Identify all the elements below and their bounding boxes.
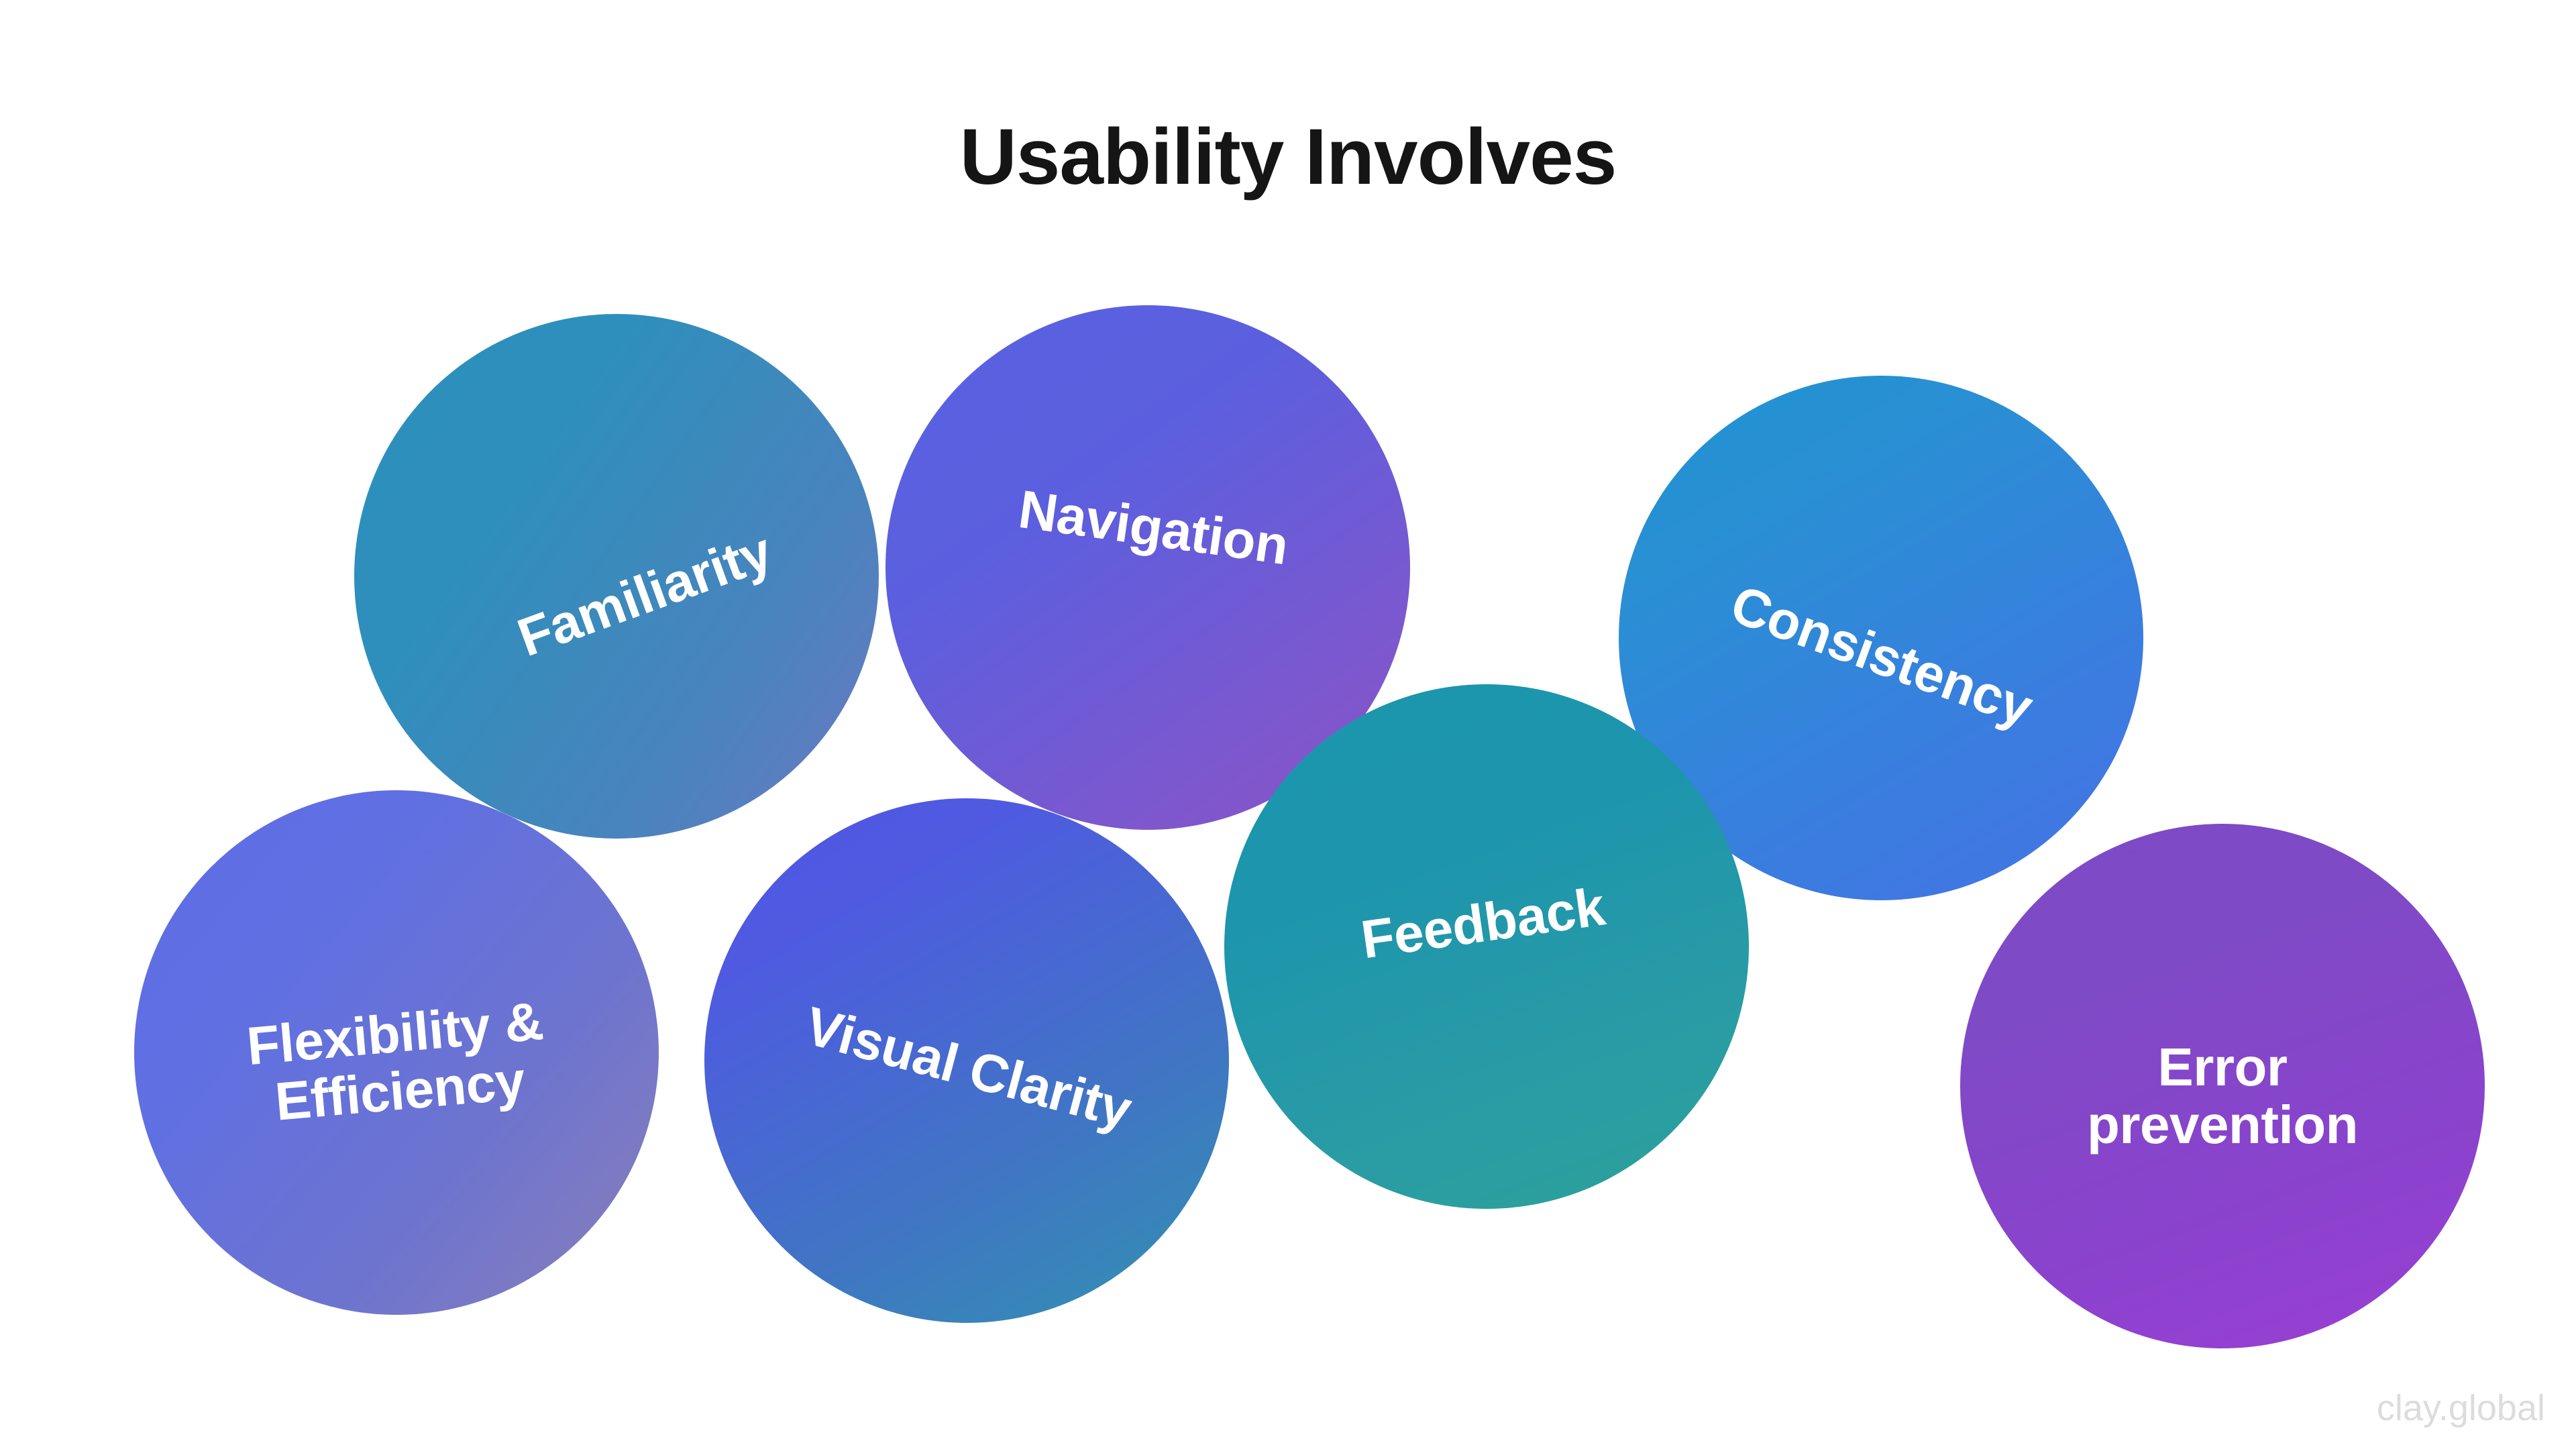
bubble-label-navigation: Navigation	[1015, 478, 1292, 576]
bubble-visual-clarity[interactable]: Visual Clarity	[704, 798, 1229, 1323]
bubble-label-error-prevention: Error prevention	[2087, 1036, 2358, 1155]
bubble-label-flexibility-efficiency: Flexibility & Efficiency	[244, 990, 545, 1132]
bubble-label-consistency: Consistency	[1723, 574, 2041, 738]
watermark: clay.global	[2376, 1388, 2545, 1428]
bubble-flexibility-efficiency[interactable]: Flexibility & Efficiency	[134, 790, 659, 1315]
bubble-familiarity[interactable]: Familiarity	[354, 314, 879, 839]
bubble-label-familiarity: Familiarity	[509, 521, 780, 667]
bubble-label-feedback: Feedback	[1358, 876, 1609, 970]
bubble-feedback[interactable]: Feedback	[1224, 684, 1749, 1209]
bubble-error-prevention[interactable]: Error prevention	[1960, 824, 2485, 1348]
page-title: Usability Involves	[959, 113, 1617, 201]
bubble-label-visual-clarity: Visual Clarity	[799, 995, 1138, 1140]
